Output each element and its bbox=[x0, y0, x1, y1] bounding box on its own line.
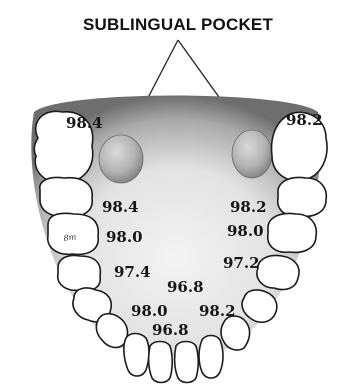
left-sublingual-pocket bbox=[99, 135, 143, 183]
reading-left-front: 98.0 bbox=[131, 302, 168, 320]
tooth-right-canine bbox=[221, 316, 250, 350]
reading-bottom-center: 96.8 bbox=[152, 321, 189, 339]
tooth-mark: 8m bbox=[63, 232, 77, 243]
tooth-left-incisor-2 bbox=[124, 334, 149, 377]
tooth-right-molar-3 bbox=[268, 214, 317, 253]
reading-right-3: 97.2 bbox=[223, 254, 260, 272]
tooth-left-premolar-1 bbox=[58, 256, 101, 291]
tooth-right-premolar-1 bbox=[257, 255, 299, 289]
right-sublingual-pocket bbox=[232, 130, 272, 178]
reading-right-pocket: 98.2 bbox=[286, 111, 323, 129]
reading-right-front: 98.2 bbox=[199, 302, 236, 320]
reading-left-2: 98.0 bbox=[106, 228, 143, 246]
tooth-right-incisor-1 bbox=[175, 342, 199, 383]
reading-center: 96.8 bbox=[167, 278, 204, 296]
tooth-left-molar-2 bbox=[40, 178, 92, 217]
tooth-left-incisor-1 bbox=[149, 342, 173, 383]
reading-right-2: 98.0 bbox=[227, 222, 264, 240]
reading-right-1: 98.2 bbox=[230, 198, 267, 216]
reading-left-3: 97.4 bbox=[114, 263, 151, 281]
reading-left-pocket: 98.4 bbox=[66, 114, 103, 132]
tooth-right-molar-2 bbox=[278, 178, 327, 217]
diagram-title: SUBLINGUAL POCKET bbox=[83, 15, 274, 34]
reading-left-1: 98.4 bbox=[102, 198, 139, 216]
tooth-right-incisor-2 bbox=[199, 336, 223, 379]
